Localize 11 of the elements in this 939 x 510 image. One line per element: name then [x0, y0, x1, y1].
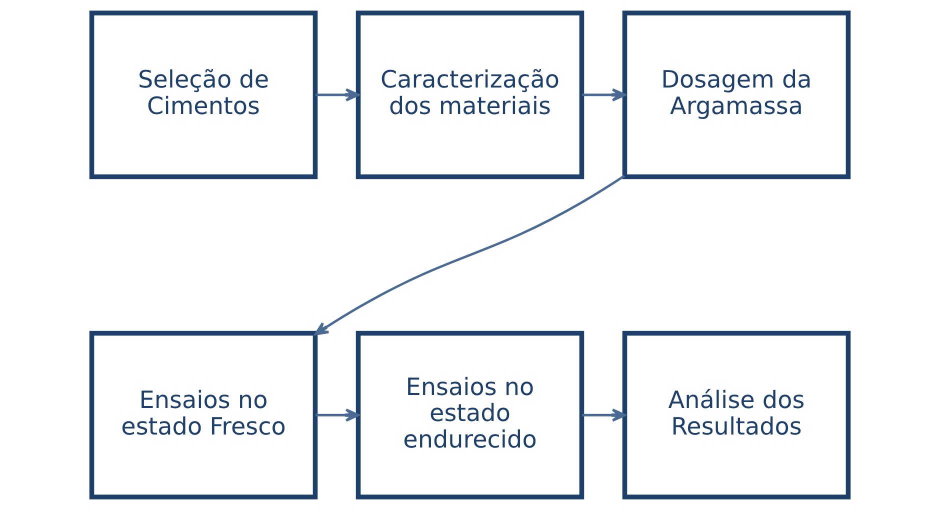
arrow [582, 88, 626, 102]
node-box: Seleção de Cimentos [88, 10, 318, 180]
node-box: Análise dos Resultados [622, 330, 850, 500]
arrow [314, 174, 625, 336]
node-box: Ensaios no estado Fresco [88, 330, 318, 500]
arrow [315, 88, 359, 102]
arrow [315, 408, 359, 422]
node-box: Dosagem da Argamassa [622, 10, 850, 180]
arrow [582, 408, 626, 422]
node-box: Caracterização dos materiais [355, 10, 584, 180]
node-box: Ensaios no estado endurecido [355, 330, 584, 500]
